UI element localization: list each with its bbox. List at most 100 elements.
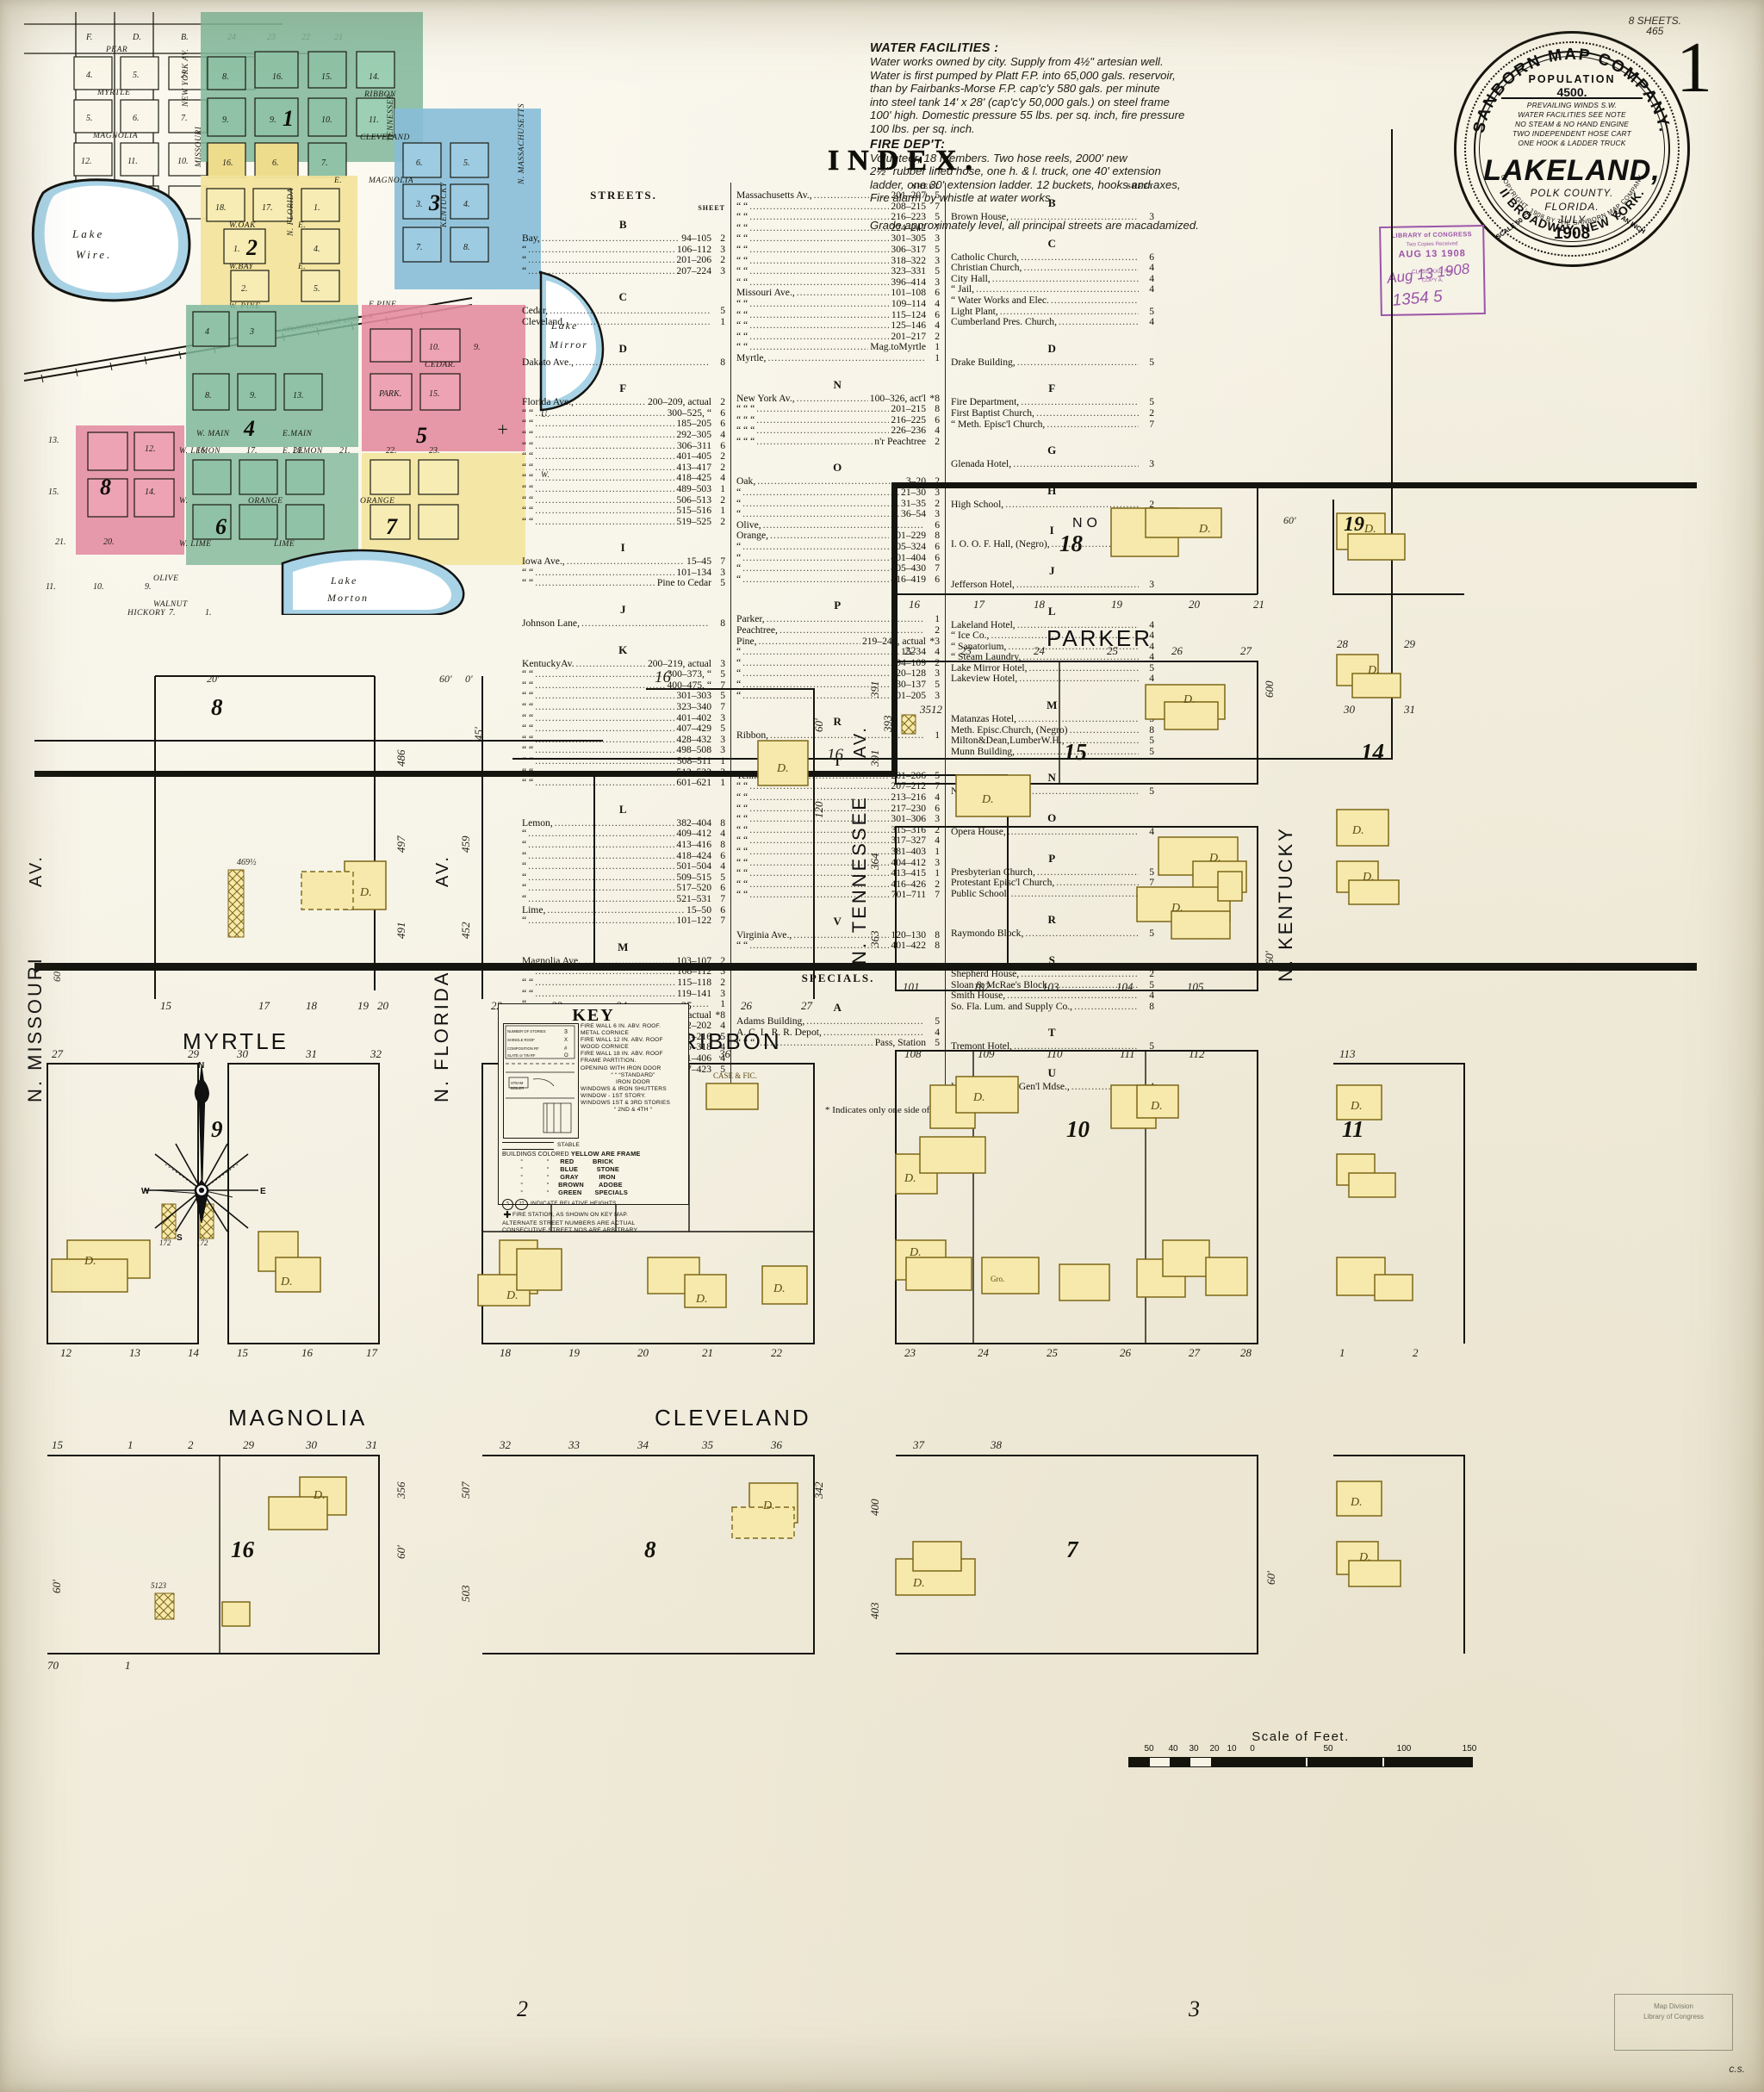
svg-text:D.: D.: [762, 1499, 775, 1512]
index-entry-range: 36–54: [901, 508, 926, 520]
svg-text:120: 120: [812, 801, 825, 818]
svg-text:2: 2: [1413, 1346, 1419, 1359]
svg-text:14: 14: [188, 1346, 200, 1359]
svg-text:D.: D.: [912, 1577, 925, 1590]
svg-text:15.: 15.: [321, 72, 332, 82]
index-entry-sheet: 4: [1149, 630, 1154, 642]
street-n-kentucky: N. KENTUCKY: [1275, 826, 1296, 982]
svg-text:SLATE or TIN RF: SLATE or TIN RF: [507, 1053, 536, 1058]
index-entry-range: 200–219, actual: [647, 657, 711, 669]
index-row: “ “.....................................…: [522, 419, 725, 430]
index-entry-range: 224–242: [891, 221, 926, 233]
svg-text:NEW YORK AV.: NEW YORK AV.: [182, 49, 190, 108]
svg-text:D.: D.: [1350, 1100, 1363, 1113]
index-entry-sheet: 5: [1149, 396, 1154, 408]
svg-text:CEDAR.: CEDAR.: [425, 361, 456, 369]
index-entry-name: “ “: [736, 856, 748, 868]
svg-text:5.: 5.: [463, 158, 470, 168]
svg-text:0': 0': [465, 673, 473, 685]
svg-text:30: 30: [236, 1047, 249, 1060]
index-entry-sheet: 8: [1149, 1000, 1154, 1012]
index-entry-name: “: [522, 860, 527, 872]
index-entry-name: “ “: [522, 744, 534, 756]
index-entry-sheet: 6: [1149, 251, 1154, 263]
index-entry-range: 301–303: [676, 690, 711, 702]
svg-text:18.: 18.: [215, 203, 227, 213]
index-leader-dots: ........................................…: [1007, 990, 1139, 1002]
index-entry-range: 418–425: [676, 472, 711, 484]
color-material: STONE: [596, 1165, 619, 1174]
key-line: FIRE WALL 6 IN. ABV. ROOF.: [581, 1023, 662, 1029]
index-row: “ “ “...................................…: [736, 1038, 940, 1049]
index-entry-name: “: [736, 497, 742, 509]
index-entry-sheet: 3: [720, 744, 725, 756]
index-entry-name: Cedar,: [522, 305, 549, 317]
index-leader-dots: ........................................…: [742, 552, 889, 563]
index-row: “ Sanatorium,...........................…: [951, 641, 1154, 653]
index-leader-dots: ........................................…: [742, 657, 894, 668]
index-entry-name: “ “: [736, 940, 748, 952]
index-leader-dots: ........................................…: [749, 212, 889, 223]
svg-text:D.: D.: [1198, 523, 1211, 536]
color-name: GRAY: [560, 1173, 579, 1182]
index-leader-dots: ........................................…: [1013, 459, 1139, 470]
index-entry-sheet: 4: [1149, 673, 1154, 685]
index-entry-name: “ “: [522, 987, 534, 999]
index-entry-name: Lakeland Hotel,: [951, 618, 1016, 630]
index-entry-name: “ “: [736, 823, 748, 835]
key-symbol-chart: .ks{font-family:"Liberation Sans",sans-s…: [499, 1023, 579, 1139]
index-entry-sheet: 5: [720, 690, 725, 702]
index-row: Iowa Ave.,..............................…: [522, 556, 725, 568]
index-entry-range: 323–331: [891, 265, 926, 277]
index-entry-sheet: 4: [1149, 990, 1154, 1002]
index-entry-sheet: 4: [720, 828, 725, 840]
index-row: A. C. L. R. R. Depot,...................…: [736, 1027, 940, 1039]
svg-text:15.: 15.: [48, 487, 59, 497]
svg-text:PARK.: PARK.: [378, 389, 401, 399]
index-leader-dots: ........................................…: [1074, 1001, 1139, 1012]
index-entry-sheet: 3: [720, 987, 725, 999]
index-entry-sheet: 4: [1149, 283, 1154, 295]
compass-west-label: W: [141, 1187, 150, 1196]
svg-text:D.: D.: [1363, 523, 1376, 536]
index-leader-dots: ........................................…: [749, 781, 889, 792]
index-entry-name: “: [522, 838, 527, 850]
index-leader-dots: ........................................…: [742, 574, 889, 585]
index-leader-dots: ........................................…: [1016, 746, 1139, 757]
index-entry-range: 21–30: [901, 487, 926, 499]
street-parker: PARKER: [1047, 625, 1152, 651]
index-entry-sheet: 3: [720, 264, 725, 276]
index-entry-sheet: 3: [935, 487, 940, 499]
svg-text:SHINGLE ROOF: SHINGLE ROOF: [507, 1038, 535, 1042]
svg-text:16.: 16.: [222, 158, 233, 168]
svg-text:23: 23: [960, 644, 972, 657]
index-entry-range: 301–305: [891, 233, 926, 245]
index-leader-dots: ........................................…: [749, 791, 889, 803]
svg-text:W.OAK: W.OAK: [229, 221, 256, 230]
svg-text:19: 19: [357, 999, 370, 1012]
svg-text:CLEVELAND: CLEVELAND: [360, 133, 410, 142]
index-entry-sheet: 6: [935, 413, 940, 425]
svg-text:452: 452: [459, 922, 472, 939]
svg-text:391: 391: [868, 681, 881, 699]
index-row: “ “.....................................…: [522, 494, 725, 506]
index-entry-name: I. O. O. F. Hall, (Negro),: [951, 538, 1050, 550]
index-entry-range: 226–236: [891, 425, 926, 437]
index-entry-name: Peachtree,: [736, 624, 778, 636]
index-leader-dots: ........................................…: [742, 668, 889, 680]
color-name: BLUE: [560, 1165, 579, 1174]
index-entry-sheet: 2: [1149, 498, 1154, 510]
index-entry-name: “ “: [522, 439, 534, 451]
index-leader-dots: ........................................…: [535, 669, 666, 680]
index-entry-sheet: 6: [935, 802, 940, 814]
svg-text:60': 60': [812, 718, 825, 732]
svg-text:D.: D.: [1367, 664, 1380, 677]
index-entry-sheet: 3: [1149, 211, 1154, 222]
index-letter-heading: J: [1048, 563, 1057, 577]
svg-text:D.: D.: [1351, 824, 1364, 837]
svg-text:N. FLORIDA: N. FLORIDA: [287, 188, 295, 237]
index-entry-range: 213–216: [891, 791, 926, 803]
svg-text:14.: 14.: [145, 487, 156, 497]
index-leader-dots: ........................................…: [806, 1016, 924, 1027]
